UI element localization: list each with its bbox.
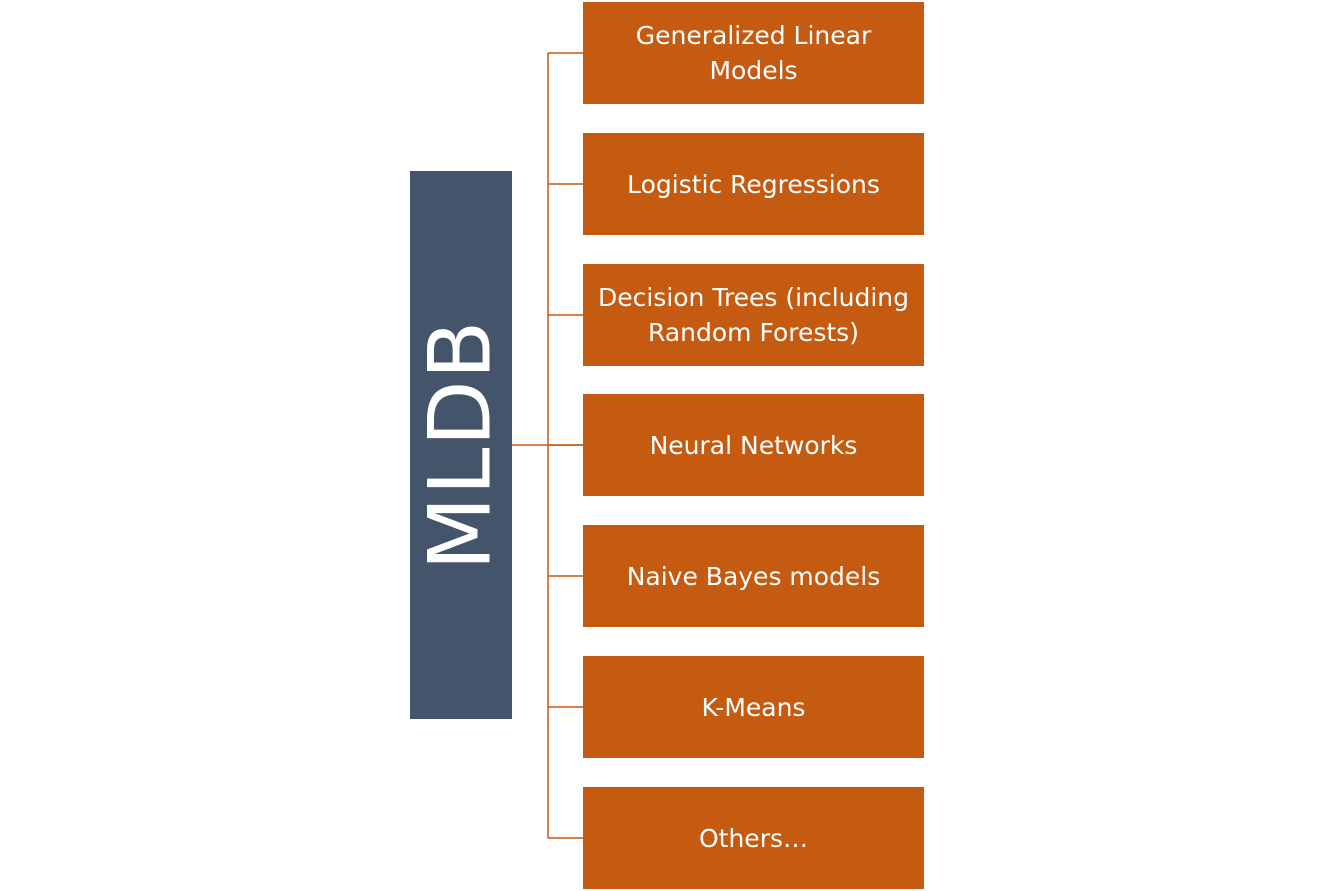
child-node-label: Neural Networks bbox=[649, 430, 858, 460]
child-node-label: Decision Trees (including Random Forests… bbox=[597, 283, 910, 347]
root-node-label: MLDB bbox=[411, 319, 511, 571]
child-node: Logistic Regressions bbox=[583, 133, 924, 235]
child-node-label: Naive Bayes models bbox=[626, 561, 881, 591]
child-node: Generalized Linear Models bbox=[583, 2, 924, 104]
child-node-label: Others… bbox=[698, 823, 808, 853]
child-node: Naive Bayes models bbox=[583, 525, 924, 627]
child-node-label: Generalized Linear Models bbox=[635, 21, 872, 85]
child-node: Others… bbox=[583, 787, 924, 889]
child-node: Decision Trees (including Random Forests… bbox=[583, 264, 924, 366]
child-node: Neural Networks bbox=[583, 394, 924, 496]
child-node-label: K-Means bbox=[701, 692, 806, 722]
root-node: MLDB bbox=[410, 171, 512, 719]
child-node: K-Means bbox=[583, 656, 924, 758]
child-node-label: Logistic Regressions bbox=[627, 169, 880, 199]
